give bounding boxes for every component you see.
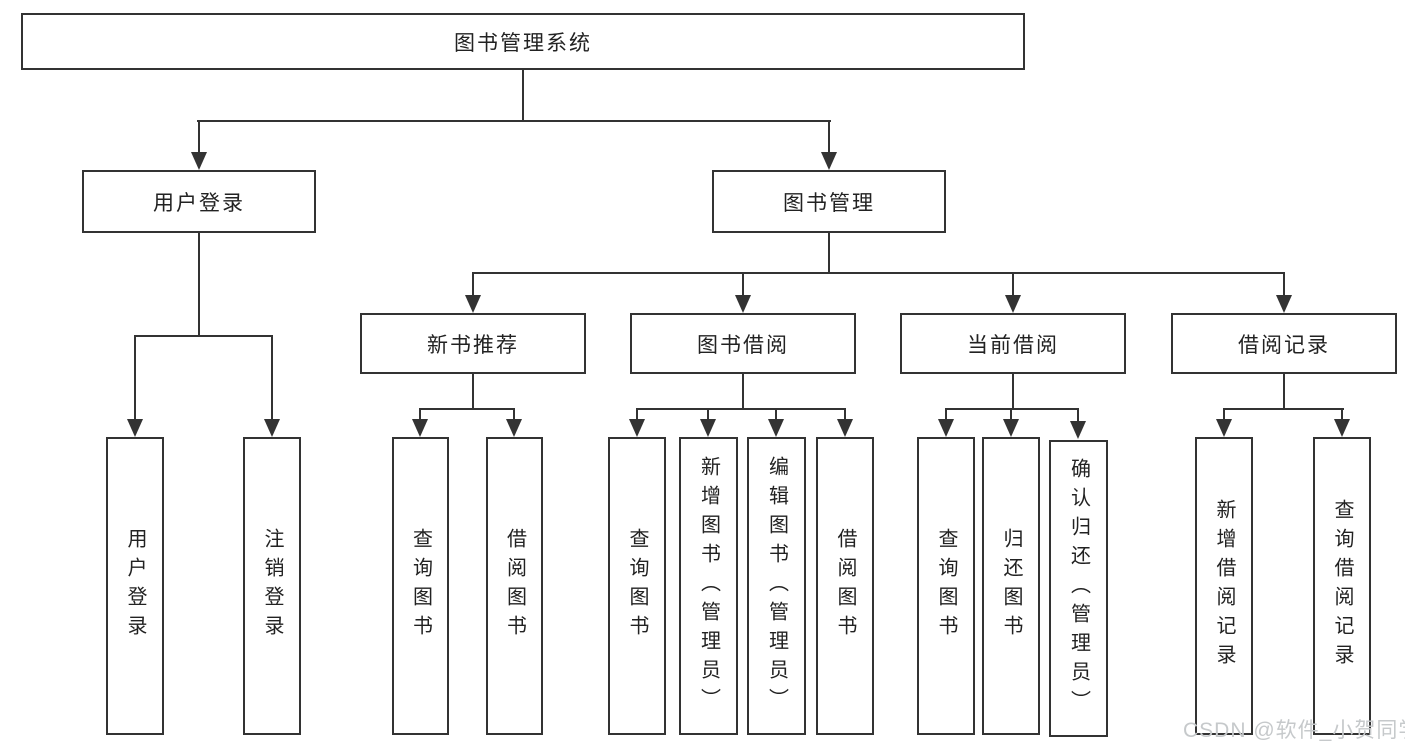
leaf-borrow-books: 借阅图书 (486, 437, 543, 735)
connector-leaf-drop (134, 335, 136, 422)
leaf-label: 编辑图书（管理员） (765, 455, 788, 717)
leaf-label: 新增图书（管理员） (697, 455, 720, 717)
connector-bookmgmt-stem (828, 233, 830, 274)
node-book-borrow-label: 图书借阅 (697, 333, 789, 357)
connector-root-branch (197, 120, 831, 122)
arrow-down-icon (821, 152, 837, 170)
connector-currentborrow-stem (1012, 374, 1014, 410)
leaf-borrow-books: 借阅图书 (816, 437, 874, 735)
arrow-down-icon (1070, 421, 1086, 439)
arrow-down-icon (465, 295, 481, 313)
arrow-down-icon (264, 419, 280, 437)
connector-userlogin-stem (198, 233, 200, 337)
node-root-label: 图书管理系统 (454, 31, 592, 55)
connector-leaf-drop (775, 408, 777, 422)
leaf-label: 查询借阅记录 (1331, 499, 1353, 673)
connector-leaf-drop (1223, 408, 1225, 422)
node-borrow-records: 借阅记录 (1171, 313, 1397, 374)
connector-leaf-drop (1010, 408, 1012, 422)
leaf-label: 归还图书 (1000, 528, 1022, 644)
node-root-system: 图书管理系统 (21, 13, 1025, 70)
node-new-books-label: 新书推荐 (427, 333, 519, 357)
leaf-add-book-admin: 新增图书（管理员） (679, 437, 738, 735)
node-current-borrow: 当前借阅 (900, 313, 1126, 374)
connector-bookmgmt-drop (828, 120, 830, 156)
arrow-down-icon (1334, 419, 1350, 437)
connector-level3-drop (742, 272, 744, 298)
connector-bookborrow-stem (742, 374, 744, 410)
arrow-down-icon (735, 295, 751, 313)
connector-userlogin-branch (134, 335, 273, 337)
connector-newbooks-stem (472, 374, 474, 410)
connector-borrowrecords-stem (1283, 374, 1285, 410)
connector-leaf-drop (1077, 408, 1079, 422)
leaf-confirm-return-admin: 确认归还（管理员） (1049, 440, 1108, 737)
arrow-down-icon (506, 419, 522, 437)
connector-borrowrecords-branch (1223, 408, 1344, 410)
leaf-label: 确认归还（管理员） (1067, 458, 1090, 719)
arrow-down-icon (938, 419, 954, 437)
arrow-down-icon (629, 419, 645, 437)
leaf-query-borrow-record: 查询借阅记录 (1313, 437, 1371, 735)
arrow-down-icon (412, 419, 428, 437)
leaf-label: 用户登录 (124, 528, 146, 644)
leaf-return-books: 归还图书 (982, 437, 1040, 735)
node-book-borrow: 图书借阅 (630, 313, 856, 374)
node-book-mgmt-label: 图书管理 (783, 191, 875, 215)
leaf-label: 注销登录 (261, 528, 283, 644)
leaf-query-books: 查询图书 (608, 437, 666, 735)
arrow-down-icon (1216, 419, 1232, 437)
leaf-label: 借阅图书 (503, 528, 526, 644)
leaf-query-books: 查询图书 (917, 437, 975, 735)
node-new-books: 新书推荐 (360, 313, 586, 374)
arrow-down-icon (127, 419, 143, 437)
connector-level3-drop (472, 272, 474, 298)
connector-leaf-drop (513, 408, 515, 422)
leaf-logout: 注销登录 (243, 437, 301, 735)
node-user-login: 用户登录 (82, 170, 316, 233)
leaf-query-books: 查询图书 (392, 437, 449, 735)
leaf-user-login: 用户登录 (106, 437, 164, 735)
arrow-down-icon (700, 419, 716, 437)
connector-currentborrow-branch (945, 408, 1079, 410)
node-book-mgmt: 图书管理 (712, 170, 946, 233)
connector-level3-drop (1012, 272, 1014, 298)
node-user-login-label: 用户登录 (153, 191, 245, 215)
connector-leaf-drop (419, 408, 421, 422)
leaf-label: 新增借阅记录 (1213, 499, 1235, 673)
arrow-down-icon (768, 419, 784, 437)
node-current-borrow-label: 当前借阅 (967, 333, 1059, 357)
leaf-label: 查询图书 (626, 528, 648, 644)
node-borrow-records-label: 借阅记录 (1238, 333, 1330, 357)
arrow-down-icon (837, 419, 853, 437)
connector-leaf-drop (1341, 408, 1343, 422)
arrow-down-icon (1276, 295, 1292, 313)
connector-leaf-drop (271, 335, 273, 422)
connector-bookborrow-branch (636, 408, 846, 410)
connector-bookmgmt-branch (472, 272, 1285, 274)
leaf-label: 借阅图书 (834, 528, 856, 644)
arrow-down-icon (1005, 295, 1021, 313)
connector-leaf-drop (945, 408, 947, 422)
arrow-down-icon (191, 152, 207, 170)
connector-userlogin-drop (198, 120, 200, 156)
leaf-label: 查询图书 (935, 528, 957, 644)
leaf-edit-book-admin: 编辑图书（管理员） (747, 437, 806, 735)
connector-leaf-drop (844, 408, 846, 422)
connector-leaf-drop (707, 408, 709, 422)
connector-newbooks-branch (419, 408, 515, 410)
connector-root-stem (522, 70, 524, 122)
leaf-add-borrow-record: 新增借阅记录 (1195, 437, 1253, 735)
connector-leaf-drop (636, 408, 638, 422)
connector-level3-drop (1283, 272, 1285, 298)
csdn-watermark: CSDN @软件_小贺同学 (1183, 719, 1405, 742)
leaf-label: 查询图书 (409, 528, 432, 644)
arrow-down-icon (1003, 419, 1019, 437)
